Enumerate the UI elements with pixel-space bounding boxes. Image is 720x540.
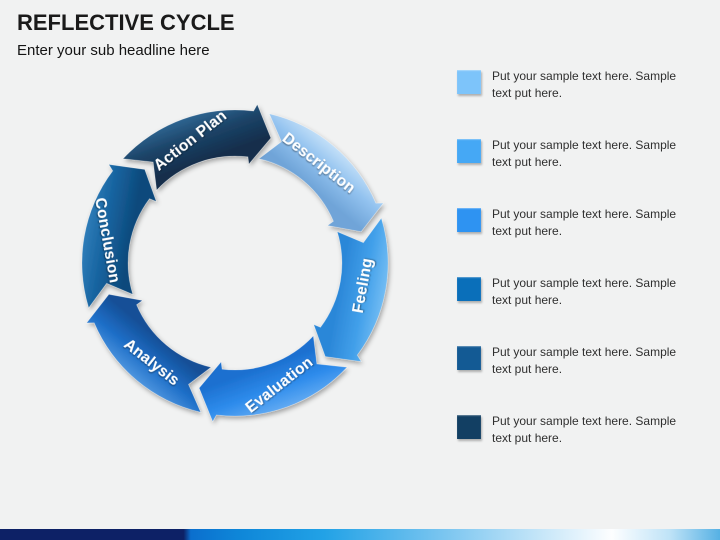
legend-item-text: Put your sample text here. Sample text p… <box>492 345 677 376</box>
slide-title: REFLECTIVE CYCLE <box>17 10 235 35</box>
segment-evaluation <box>198 335 348 423</box>
legend-item: Put your sample text here. Sample text p… <box>457 137 697 171</box>
legend-item-text: Put your sample text here. Sample text p… <box>492 207 677 238</box>
legend-item: Put your sample text here. Sample text p… <box>457 344 697 378</box>
legend-item-text: Put your sample text here. Sample text p… <box>492 138 677 169</box>
segment-feeling <box>313 217 389 363</box>
legend-color-swatch <box>457 208 481 232</box>
legend: Put your sample text here. Sample text p… <box>457 68 697 447</box>
legend-item: Put your sample text here. Sample text p… <box>457 275 697 309</box>
legend-item-text: Put your sample text here. Sample text p… <box>492 414 677 445</box>
legend-item-text: Put your sample text here. Sample text p… <box>492 276 677 307</box>
legend-color-swatch <box>457 277 481 301</box>
segment-action-plan <box>122 103 272 191</box>
segment-conclusion <box>81 163 157 309</box>
legend-color-swatch <box>457 70 481 94</box>
footer-accent-bar <box>0 529 720 540</box>
legend-color-swatch <box>457 346 481 370</box>
segment-analysis <box>85 293 212 413</box>
slide-subtitle: Enter your sub headline here <box>17 42 210 60</box>
legend-item: Put your sample text here. Sample text p… <box>457 68 697 102</box>
legend-color-swatch <box>457 415 481 439</box>
legend-item-text: Put your sample text here. Sample text p… <box>492 69 677 100</box>
segment-description <box>258 113 385 233</box>
slide-header: REFLECTIVE CYCLE Enter your sub headline… <box>17 10 235 60</box>
legend-item: Put your sample text here. Sample text p… <box>457 413 697 447</box>
legend-color-swatch <box>457 139 481 163</box>
legend-item: Put your sample text here. Sample text p… <box>457 206 697 240</box>
